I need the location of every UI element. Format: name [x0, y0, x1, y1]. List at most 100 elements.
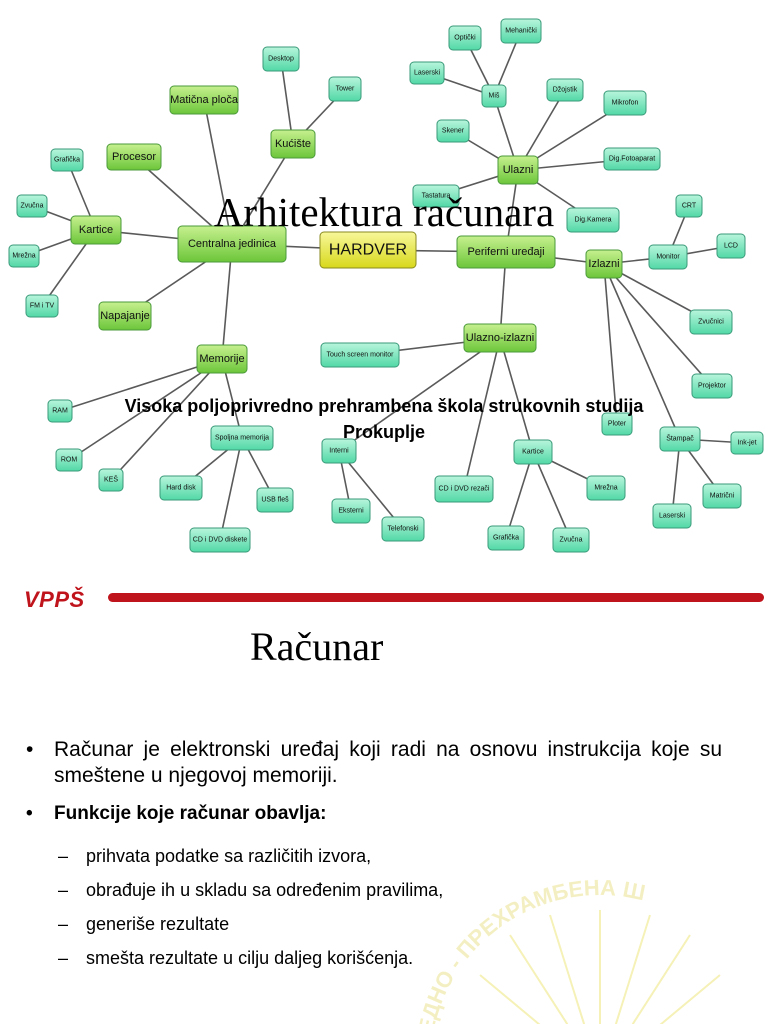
mindmap-node-label: Kartice — [79, 224, 113, 236]
sub-bullet: obrađuje ih u skladu sa određenim pravil… — [26, 873, 722, 907]
mindmap-node-label: ROM — [61, 457, 78, 464]
mindmap-connector — [203, 99, 233, 245]
mindmap-node-label: Zvučnici — [698, 319, 724, 326]
mindmap-connector — [463, 337, 501, 490]
mindmap-node-laserski-st: Laserski — [652, 503, 692, 529]
mindmap-node-label: Optički — [454, 35, 476, 42]
mindmap-node-kartice2: Kartice — [513, 439, 553, 465]
school-name-line2: Prokuplje — [342, 422, 426, 442]
slide-2-body: Računar je elektronski uređaj koji radi … — [26, 737, 722, 975]
mindmap-node-digkamera: Dig.Kamera — [566, 207, 620, 233]
mindmap-node-ram: RAM — [47, 399, 73, 423]
mindmap-node-label: Dig.Kamera — [575, 217, 612, 224]
mindmap-node-label: Štampač — [666, 434, 694, 443]
mindmap-node-dzojstik: Džojstik — [546, 78, 584, 102]
mindmap-node-monitor: Monitor — [648, 244, 688, 270]
mindmap-node-label: Ulazno-izlazni — [466, 332, 534, 344]
mindmap-node-ulazni: Ulazni — [497, 155, 539, 185]
bullet-definition: Računar je elektronski uređaj koji radi … — [26, 737, 722, 789]
mindmap-node-label: Memorije — [199, 353, 244, 365]
mindmap-node-label: KEŠ — [104, 475, 118, 484]
mindmap-node-label: Matrični — [710, 493, 735, 500]
mindmap-node-label: Tower — [336, 86, 355, 93]
mindmap-connector — [505, 451, 534, 539]
mindmap-node-kuciste: Kućište — [270, 129, 316, 159]
mindmap-node-matricni: Matrični — [702, 483, 742, 509]
mindmap-node-label: Mehanički — [505, 28, 537, 35]
mindmap-node-label: CD i DVD diskete — [193, 537, 248, 544]
mindmap-node-usb: USB fleš — [256, 487, 294, 513]
mindmap-node-label: USB fleš — [261, 497, 289, 504]
mindmap-connector — [59, 358, 223, 412]
mindmap-node-ploter: Ploter — [601, 412, 633, 436]
mindmap-node-label: Miš — [489, 93, 500, 100]
mindmap-node-mrezna: Mrežna — [8, 244, 40, 268]
slide-title: Arhitektura računara — [213, 189, 555, 235]
mindmap-node-label: Eksterni — [338, 508, 364, 515]
mindmap-node-kes: KEŠ — [98, 468, 124, 492]
mindmap-node-hub: HARDVER — [319, 231, 417, 269]
mindmap-connector — [603, 263, 681, 440]
mindmap-node-memorije: Memorije — [196, 344, 248, 374]
mindmap-node-eksterni: Eksterni — [331, 498, 371, 524]
mindmap-node-label: Ploter — [608, 421, 627, 428]
mindmap-node-maticna: Matična ploča — [169, 85, 239, 115]
mindmap-node-label: Projektor — [698, 383, 727, 390]
mindmap-connector — [338, 450, 404, 530]
mindmap-node-opticki: Optički — [448, 25, 482, 51]
mindmap-node-mehanicki: Mehanički — [500, 18, 542, 44]
sub-bullet: generiše rezultate — [26, 907, 722, 941]
mindmap-node-tastatura: Tastatura — [412, 184, 460, 208]
mindmap-node-napajanje: Napajanje — [98, 301, 152, 331]
mindmap-node-label: Tastatura — [422, 193, 451, 200]
mindmap-connector — [338, 337, 501, 452]
mindmap-node-fmtv: FM i TV — [25, 294, 59, 318]
mindmap-node-label: Kućište — [275, 138, 311, 150]
mindmap-node-label: CD i DVD rezači — [439, 486, 490, 493]
mindmap-node-label: Centralna jedinica — [188, 238, 277, 250]
mindmap-node-touch: Touch screen monitor — [320, 342, 400, 368]
mindmap-node-stampac: Štampač — [659, 426, 701, 452]
mindmap-node-cddvd-rezaci: CD i DVD rezači — [434, 475, 494, 503]
mindmap-node-inkjet: Ink-jet — [730, 431, 764, 455]
mindmap-node-label: Zvučna — [21, 203, 44, 210]
bullet-functions-heading: Funkcije koje računar obavlja: — [26, 801, 722, 827]
mindmap-node-label: LCD — [724, 243, 738, 250]
mindmap-node-label: FM i TV — [30, 303, 55, 310]
mindmap-node-zvucna2: Zvučna — [552, 527, 590, 553]
mindmap-node-mrezna2: Mrežna — [586, 475, 626, 501]
mindmap-node-label: Napajanje — [100, 310, 150, 322]
mindmap-node-label: Dig.Fotoaparat — [609, 156, 655, 163]
mindmap-node-label: Matična ploča — [170, 94, 239, 106]
mindmap-node-label: Touch screen monitor — [327, 352, 395, 359]
mindmap-node-procesor: Procesor — [106, 143, 162, 171]
mindmap-node-centralna: Centralna jedinica — [177, 225, 287, 263]
mindmap-node-desktop: Desktop — [262, 46, 300, 72]
mindmap-node-label: Desktop — [268, 56, 294, 63]
header-divider — [108, 593, 764, 602]
sub-bullet: smešta rezultate u cilju daljeg korišćen… — [26, 941, 722, 975]
sub-bullet: prihvata podatke sa različitih izvora, — [26, 839, 722, 873]
mindmap-node-skener: Skener — [436, 119, 470, 143]
mindmap-node-label: Mikrofon — [612, 100, 639, 107]
mindmap-node-label: Mrežna — [594, 485, 617, 492]
mindmap-node-label: Telefonski — [387, 526, 419, 533]
mindmap-node-label: Grafička — [493, 535, 519, 542]
mindmap-node-interni: Interni — [321, 438, 357, 464]
mindmap-node-label: Mrežna — [12, 253, 35, 260]
mindmap-node-label: Ulazni — [503, 164, 534, 176]
mindmap-connector — [110, 358, 223, 481]
mindmap-node-tower: Tower — [328, 76, 362, 102]
mindmap-connector — [499, 337, 534, 453]
mindmap-node-harddisk: Hard disk — [159, 475, 203, 501]
mindmap-node-label: Procesor — [112, 151, 156, 163]
mindmap-connector — [219, 437, 243, 541]
mindmap-node-label: Hard disk — [166, 485, 196, 492]
mindmap-node-label: Izlazni — [588, 258, 619, 270]
mindmap-node-label: Grafička — [54, 157, 80, 164]
mindmap-node-label: HARDVER — [329, 242, 407, 259]
mindmap-node-izlazni: Izlazni — [585, 249, 623, 279]
mindmap-node-label: Džojstik — [553, 87, 578, 94]
